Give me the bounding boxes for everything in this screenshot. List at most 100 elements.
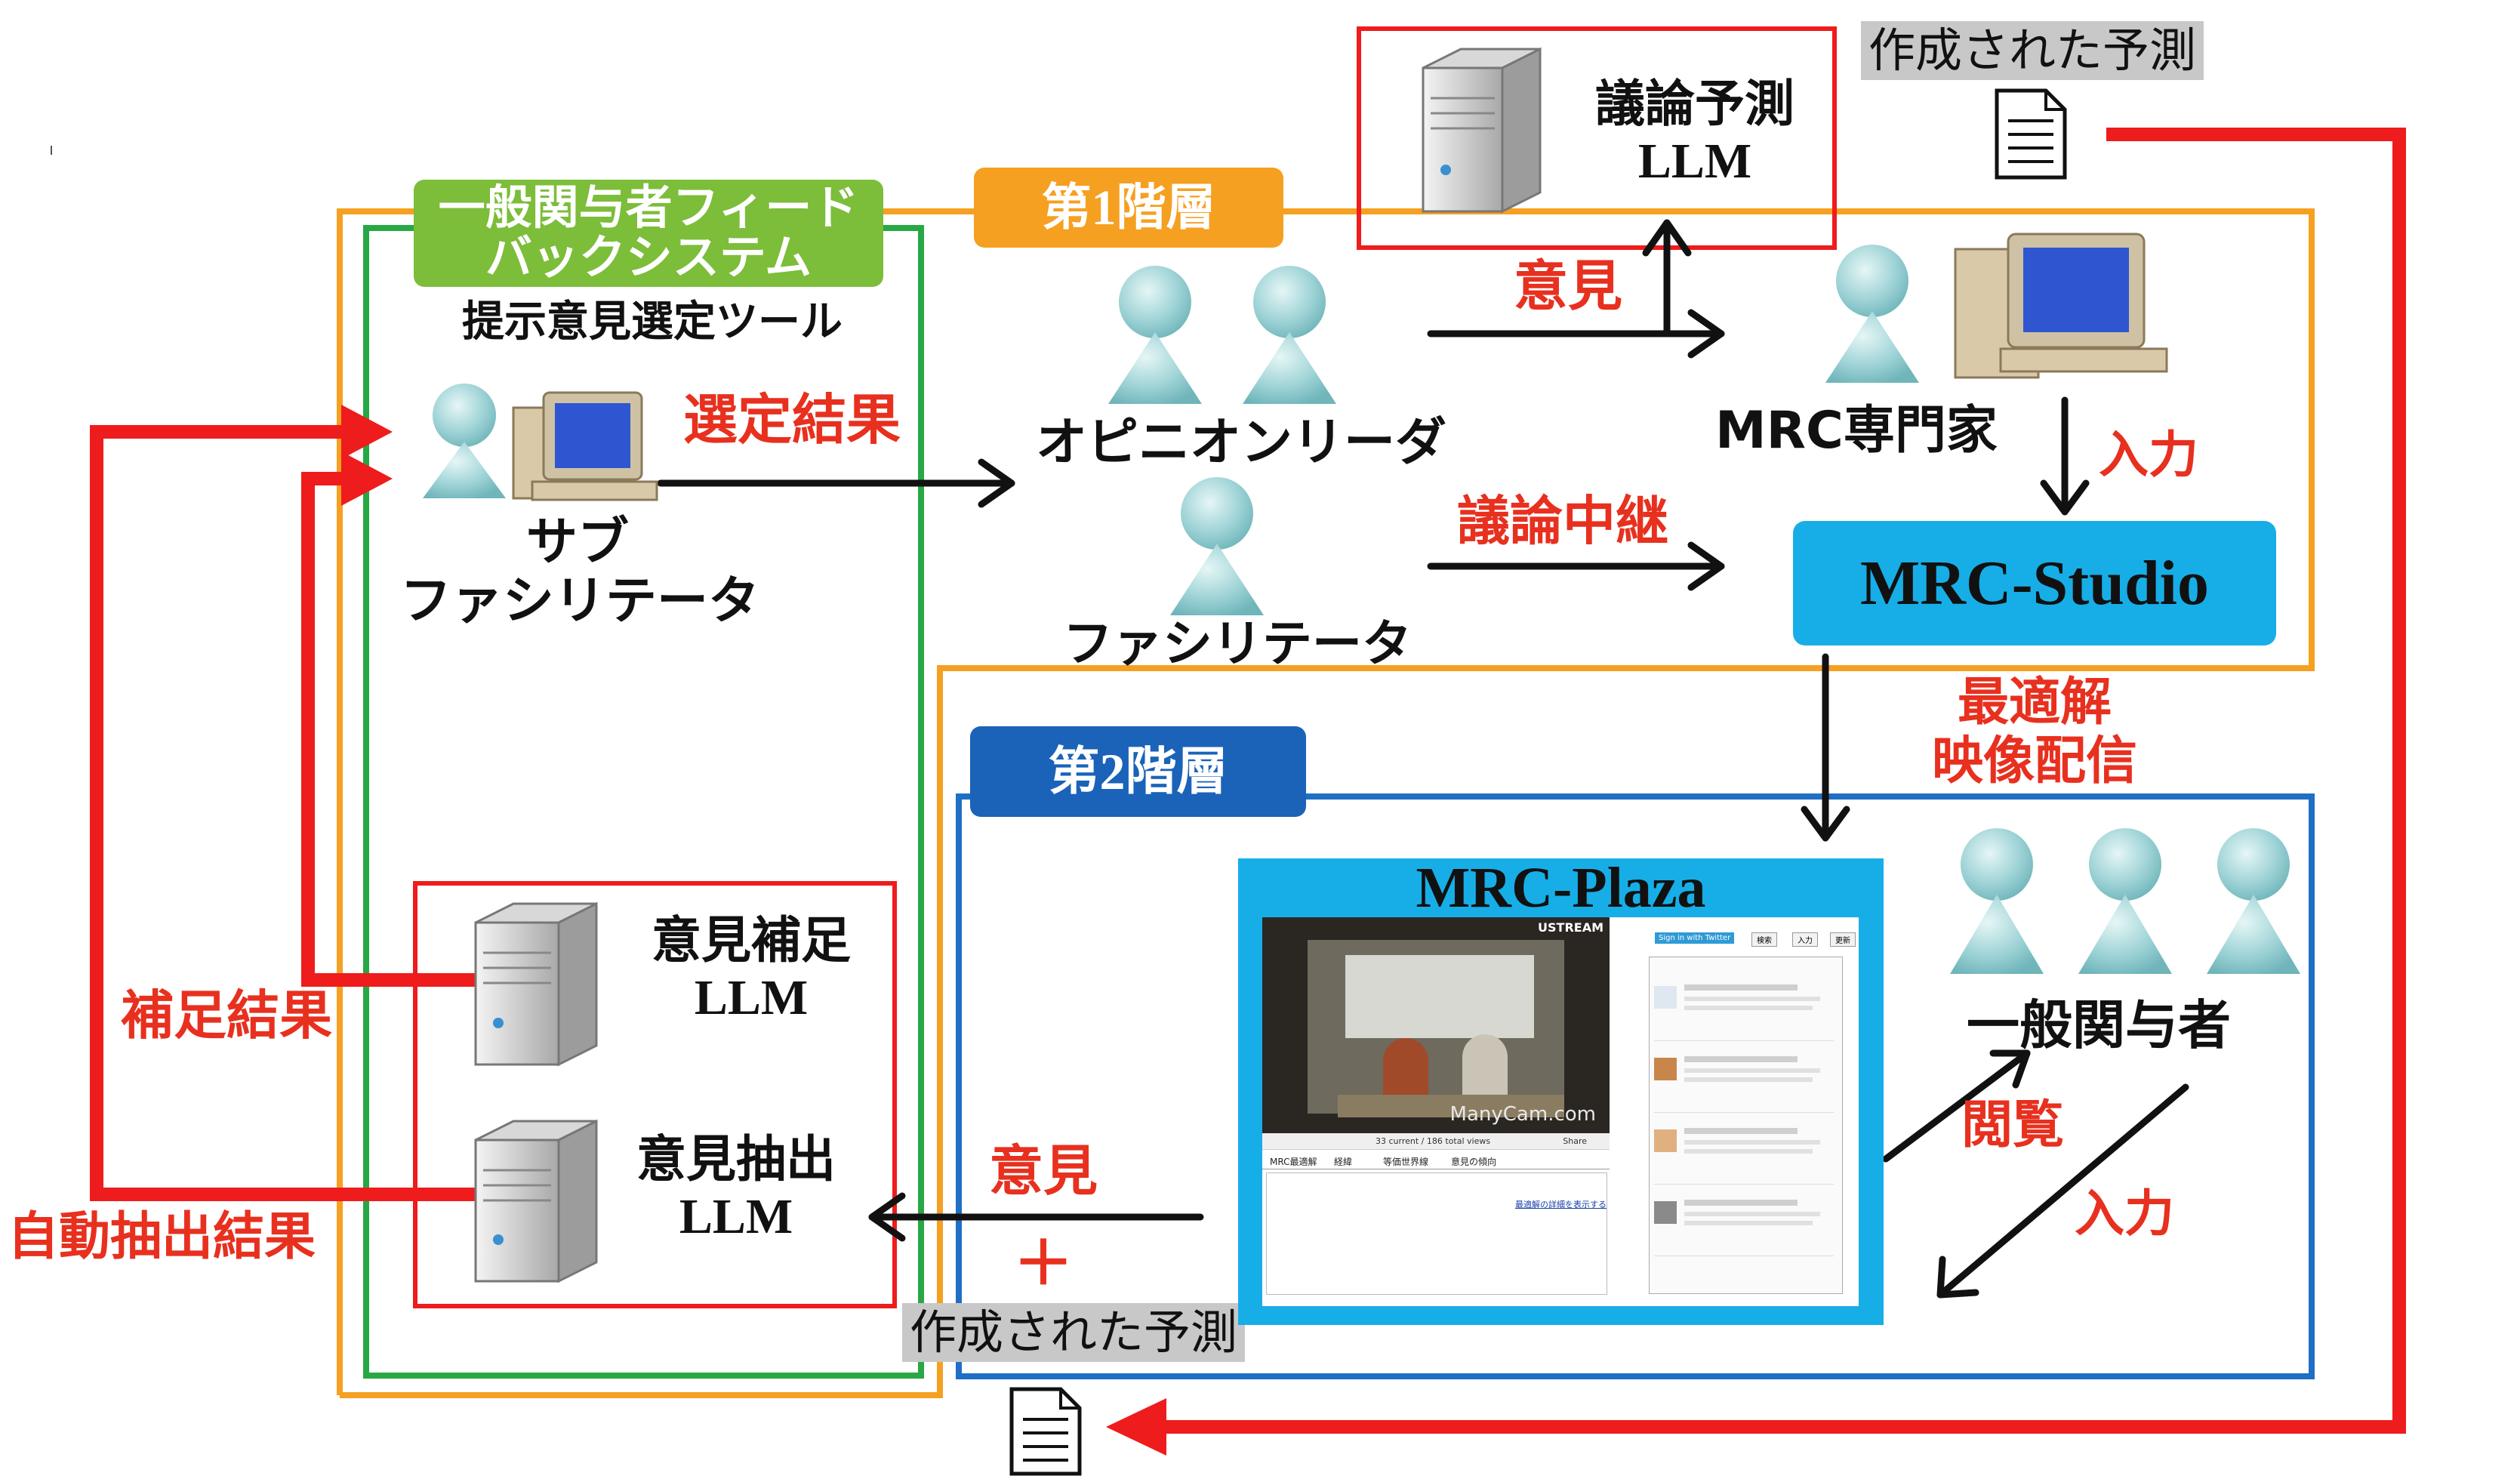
opinion-label-top: 意見	[1514, 254, 1623, 318]
plaza-opinion-label: 意見	[989, 1139, 1098, 1203]
browse-label: 閲覧	[1961, 1095, 2065, 1155]
sub-facilitator-person	[423, 384, 506, 498]
created-prediction-bottom: 作成された予測	[902, 1303, 1246, 1363]
facilitator-label: ファシリテータ	[1063, 615, 1412, 673]
selection-arrowhead	[978, 458, 1015, 508]
general-input-arrowhead	[1936, 1256, 1979, 1299]
auto-result-arrowhead	[341, 405, 393, 459]
document-icon-top	[1995, 88, 2067, 180]
tab-bar: MRC最適解 経緯 等価世界線 意見の傾向	[1262, 1151, 1610, 1169]
tab-history[interactable]: 経緯	[1334, 1157, 1353, 1167]
tweet-text-2	[1684, 1056, 1798, 1062]
tweet-avatar-4	[1654, 1201, 1677, 1224]
tweet-text-2c	[1684, 1077, 1813, 1082]
browse-arrow	[1882, 1049, 2031, 1163]
layer2-tag: 第2階層	[970, 726, 1306, 817]
signin-button[interactable]: Sign in with Twitter	[1655, 932, 1735, 944]
mrc-studio-label: MRC-Studio	[1859, 548, 2210, 618]
to-llm-arrowhead	[1642, 219, 1692, 257]
expert-computer-icon	[1954, 233, 2168, 379]
sub-facilitator-computer-icon	[512, 391, 658, 501]
prediction-server-icon	[1422, 47, 1542, 214]
browse-arrowhead	[1989, 1049, 2031, 1089]
selection-result-label: 選定結果	[683, 388, 901, 451]
document-icon-bottom	[1009, 1387, 1082, 1476]
supplement-server-icon	[474, 901, 598, 1067]
tweet-text-1	[1684, 984, 1798, 991]
sub-facilitator-line2: ファシリテータ	[400, 572, 760, 632]
tweet-text-1b	[1684, 997, 1820, 1001]
tweet-item-3	[1654, 1123, 1834, 1185]
tweet-text-4	[1684, 1200, 1798, 1206]
supp-result-arrow	[301, 472, 483, 987]
llm-supplement-label: 意見補足 LLM	[642, 912, 861, 1027]
tab-optimal[interactable]: MRC最適解	[1270, 1157, 1317, 1167]
tweet-text-3	[1684, 1128, 1798, 1134]
tab-worldline[interactable]: 等価世界線	[1383, 1157, 1429, 1167]
llm-extraction-label: 意見抽出 LLM	[627, 1131, 846, 1246]
manycam-watermark: ManyCam.com	[1449, 1103, 1596, 1126]
mrc-studio-box: MRC-Studio	[1793, 521, 2276, 646]
facilitator-person	[1170, 477, 1264, 615]
expert-input-arrowhead	[2040, 479, 2090, 516]
sub-facilitator-line1: サブ	[525, 513, 629, 572]
relay-arrowhead	[1687, 541, 1725, 591]
share-button[interactable]: Share	[1563, 1136, 1587, 1146]
input-button[interactable]: 入力	[1792, 932, 1818, 947]
video-table	[1338, 1095, 1564, 1117]
video-person-1	[1383, 1038, 1428, 1098]
tweet-item-2	[1654, 1052, 1834, 1113]
update-button[interactable]: 更新	[1830, 932, 1856, 947]
plaza-opinion-arrowhead	[868, 1192, 906, 1242]
selection-tool-label: 提示意見選定ツール	[462, 297, 843, 347]
video-controls[interactable]: 33 current / 186 total views Share	[1262, 1133, 1610, 1150]
general-stakeholder-label: 一般関与者	[1967, 994, 2231, 1056]
llm-pair-frame	[413, 881, 897, 1308]
general-person-3	[2207, 828, 2300, 974]
content-box	[1266, 1172, 1607, 1295]
tweet-text-2b	[1684, 1068, 1820, 1073]
ustream-logo: USTREAM	[1538, 920, 1603, 935]
auto-result-label: 自動抽出結果	[8, 1207, 316, 1267]
llm-extraction-line2: LLM	[679, 1188, 793, 1244]
opinion-leader-person-2	[1243, 266, 1336, 404]
expert-label: MRC専門家	[1715, 401, 1998, 461]
opinion-arrowhead	[1687, 309, 1725, 359]
video-whiteboard	[1345, 955, 1534, 1038]
layer1-frame	[337, 208, 2315, 1398]
supp-result-arrowhead	[341, 451, 393, 506]
search-button[interactable]: 検索	[1751, 932, 1777, 947]
llm-extraction-line1: 意見抽出	[636, 1130, 836, 1188]
tweet-avatar-3	[1654, 1129, 1677, 1152]
llm-prediction-line2: LLM	[1637, 133, 1752, 189]
video-person-2	[1462, 1034, 1508, 1098]
views-count: 33 current / 186 total views	[1376, 1136, 1491, 1146]
extraction-server-icon	[474, 1119, 598, 1283]
delivery-line2: 映像配信	[1931, 732, 2137, 792]
feedback-system-tag: 一般関与者フィード バックシステム	[414, 180, 883, 287]
general-input-arrow	[1936, 1083, 2189, 1299]
detail-link[interactable]: 最適解の詳細を表示する	[1515, 1200, 1607, 1209]
plaza-screenshot: USTREAM ManyCam.com 33 current / 186 tot…	[1262, 917, 1859, 1306]
general-person-2	[2078, 828, 2172, 974]
sub-facilitator-label: サブ ファシリテータ	[400, 513, 760, 632]
tab-trend[interactable]: 意見の傾向	[1451, 1157, 1497, 1167]
llm-supplement-line1: 意見補足	[652, 911, 851, 969]
llm-prediction-label: 議論予測 LLM	[1585, 75, 1804, 190]
layer1-tag: 第1階層	[974, 168, 1283, 248]
tweet-item-4	[1654, 1195, 1834, 1256]
timeline-panel	[1649, 957, 1843, 1294]
plus-label: ＋	[1013, 1228, 1074, 1299]
tweet-text-4c	[1684, 1221, 1813, 1225]
created-prediction-top: 作成された予測	[1861, 21, 2204, 81]
relay-label: 議論中継	[1457, 490, 1668, 552]
video-area: USTREAM ManyCam.com	[1262, 917, 1610, 1133]
llm-supplement-line2: LLM	[694, 969, 809, 1025]
auto-result-arrow	[90, 425, 483, 1201]
tweet-text-3c	[1684, 1149, 1813, 1154]
delivery-line1: 最適解	[1957, 673, 2112, 732]
general-person-1	[1950, 828, 2044, 974]
feedback-tag-line2: バックシステム	[485, 230, 812, 285]
tweet-text-4b	[1684, 1212, 1820, 1216]
